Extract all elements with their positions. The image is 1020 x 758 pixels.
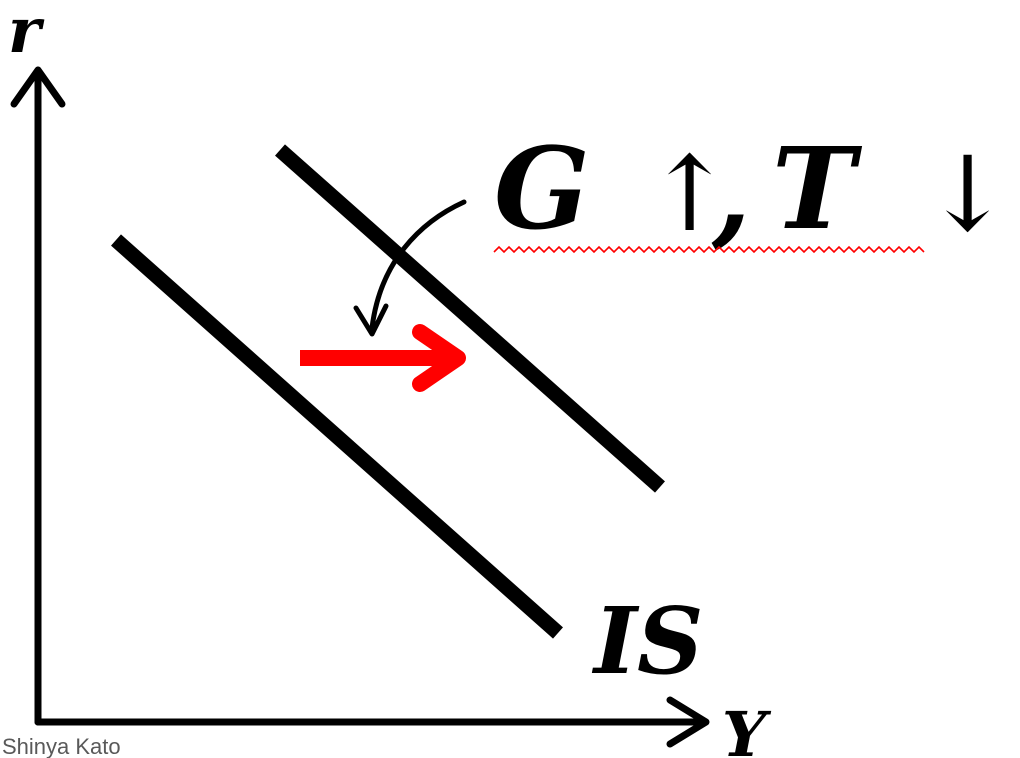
is-curve-label: IS <box>591 587 703 695</box>
y-axis <box>10 66 66 726</box>
spellcheck-underline <box>493 245 925 254</box>
y-axis-label: r <box>8 0 45 67</box>
comma-separator: , <box>711 128 751 259</box>
up-arrow-icon: ↑ <box>646 133 733 255</box>
is-curve-original <box>111 234 563 639</box>
policy-annotation: G ↑ , T ↓ <box>494 124 1011 259</box>
right-arrow-icon <box>300 324 466 392</box>
curved-arrow-icon <box>353 199 467 337</box>
is-curve-shifted <box>275 144 665 493</box>
t-symbol: T <box>772 124 863 255</box>
y-axis-arrowhead <box>10 66 66 108</box>
x-axis-arrowhead <box>666 696 710 748</box>
g-symbol: G <box>494 124 590 255</box>
author-credit: Shinya Kato <box>2 734 121 758</box>
down-arrow-icon: ↓ <box>924 133 1011 255</box>
x-axis <box>34 696 710 748</box>
x-axis-label: Y <box>722 698 772 758</box>
